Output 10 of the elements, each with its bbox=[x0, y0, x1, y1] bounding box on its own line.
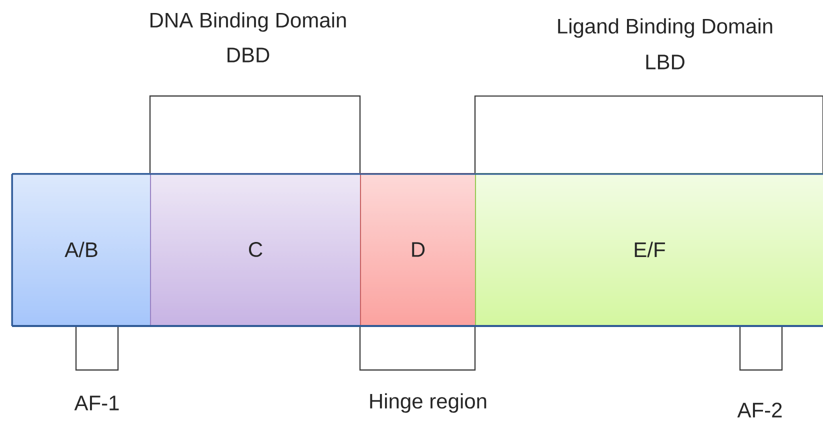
domain-box: A/B bbox=[12, 173, 151, 326]
domain-box: D bbox=[360, 173, 476, 326]
region-label: AF-2 bbox=[737, 402, 782, 418]
domain-label: DBD bbox=[228, 48, 270, 62]
domain-label: LBD bbox=[646, 54, 684, 70]
domain-label: Ligand Binding Domain bbox=[558, 18, 772, 38]
region-label: Hinge region bbox=[370, 393, 486, 413]
domain-box: C bbox=[150, 173, 361, 326]
region-label: AF-1 bbox=[74, 396, 119, 410]
domain-label: DNA Binding Domain bbox=[150, 12, 346, 32]
